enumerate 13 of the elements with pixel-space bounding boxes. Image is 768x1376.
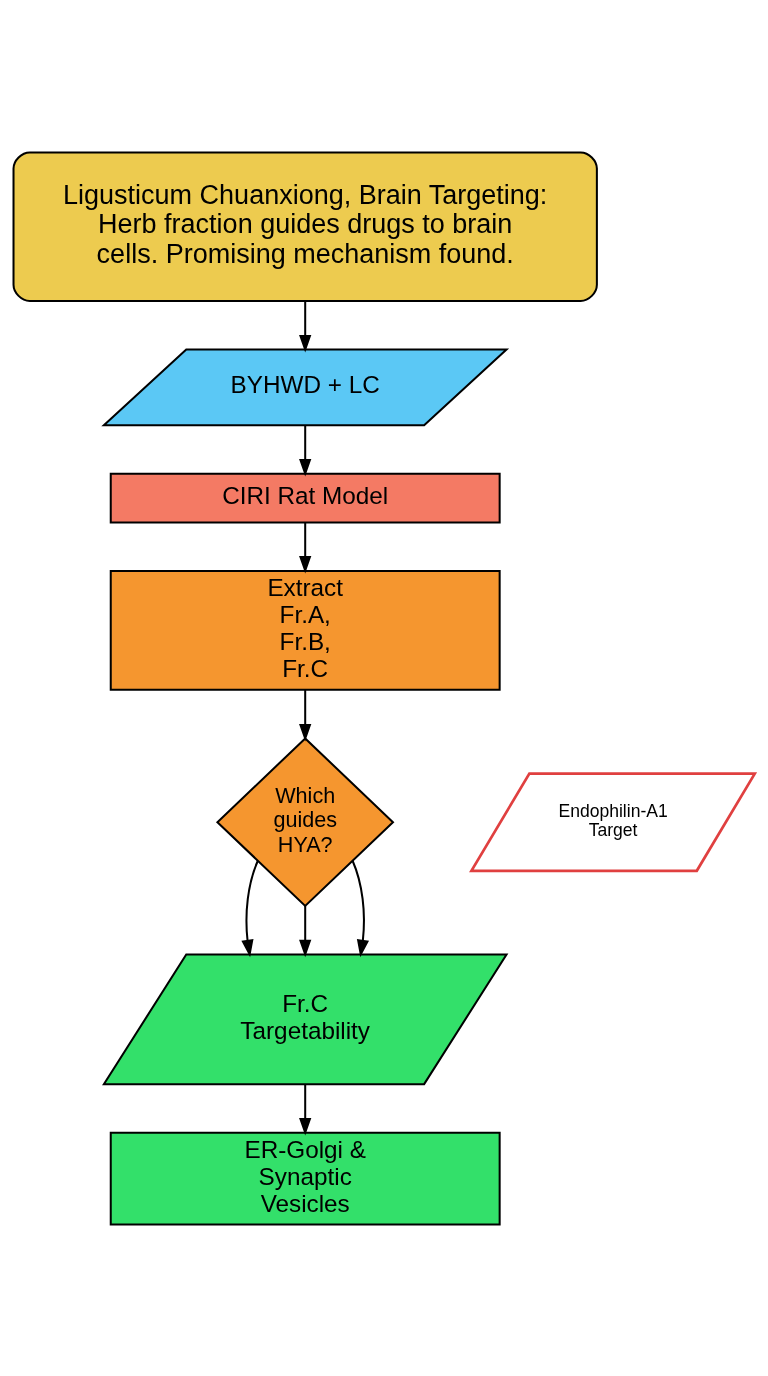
arrow — [299, 522, 312, 574]
arrow — [299, 300, 312, 353]
arrow — [299, 1083, 312, 1135]
arrow — [299, 905, 312, 957]
arrow — [299, 424, 312, 476]
arrow — [299, 689, 312, 741]
node-box: Ligusticum Chuanxiong, Brain Targeting: Herb fraction guides drugs to brain cells. Promising mechanism found. — [12, 150, 598, 302]
node-box: CIRI Rat Model — [109, 472, 501, 523]
node-diamond: Which guides HYA? — [215, 736, 395, 907]
node-box: ER-Golgi & Synaptic Vesicles — [109, 1131, 501, 1226]
node-box: Extract Fr.A, Fr.B, Fr.C — [109, 569, 501, 691]
arrow — [241, 860, 259, 957]
arrow — [351, 860, 370, 957]
